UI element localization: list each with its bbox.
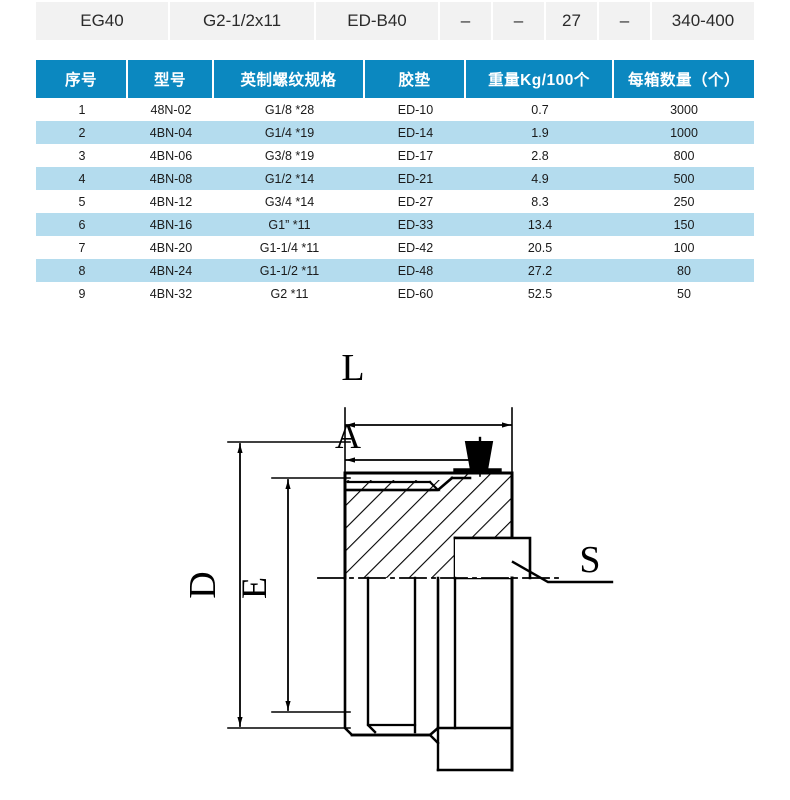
cell-weight: 20.5 xyxy=(466,236,614,259)
cell-quantity: 100 xyxy=(614,236,754,259)
cell-model: 4BN-32 xyxy=(128,282,214,305)
cell-index: 5 xyxy=(36,190,128,213)
cell-model: 4BN-16 xyxy=(128,213,214,236)
cell-quantity: 500 xyxy=(614,167,754,190)
partial-cell-gasket: ED-B40 xyxy=(316,2,440,40)
cell-gasket: ED-10 xyxy=(365,98,466,121)
partial-cell-thread: G2-1/2x11 xyxy=(170,2,316,40)
cell-weight: 1.9 xyxy=(466,121,614,144)
cell-quantity: 1000 xyxy=(614,121,754,144)
dimension-label-S-inner: E xyxy=(234,577,274,599)
cell-gasket: ED-48 xyxy=(365,259,466,282)
cell-thread: G1-1/2 *11 xyxy=(214,259,365,282)
specification-table: 序号 型号 英制螺纹规格 胶垫 重量Kg/100个 每箱数量（个） 1 48N-… xyxy=(36,60,754,305)
cell-model: 4BN-08 xyxy=(128,167,214,190)
cell-model: 4BN-20 xyxy=(128,236,214,259)
cell-gasket: ED-21 xyxy=(365,167,466,190)
cell-weight: 4.9 xyxy=(466,167,614,190)
cell-model: 4BN-24 xyxy=(128,259,214,282)
cell-thread: G3/8 *19 xyxy=(214,144,365,167)
cell-model: 4BN-04 xyxy=(128,121,214,144)
column-header-weight: 重量Kg/100个 xyxy=(466,60,614,98)
table-header-row: 序号 型号 英制螺纹规格 胶垫 重量Kg/100个 每箱数量（个） xyxy=(36,60,754,98)
cell-gasket: ED-14 xyxy=(365,121,466,144)
cell-index: 4 xyxy=(36,167,128,190)
table-row: 1 48N-02 G1/8 *28 ED-10 0.7 3000 xyxy=(36,98,754,121)
table-row: 4 4BN-08 G1/2 *14 ED-21 4.9 500 xyxy=(36,167,754,190)
table-row: 3 4BN-06 G3/8 *19 ED-17 2.8 800 xyxy=(36,144,754,167)
cell-thread: G1/8 *28 xyxy=(214,98,365,121)
table-row: 6 4BN-16 G1” *11 ED-33 13.4 150 xyxy=(36,213,754,236)
cell-gasket: ED-42 xyxy=(365,236,466,259)
cell-thread: G1” *11 xyxy=(214,213,365,236)
cell-index: 2 xyxy=(36,121,128,144)
partial-cell-dim-1: – xyxy=(440,2,493,40)
cell-index: 7 xyxy=(36,236,128,259)
cell-weight: 8.3 xyxy=(466,190,614,213)
cell-thread: G1/4 *19 xyxy=(214,121,365,144)
cell-gasket: ED-27 xyxy=(365,190,466,213)
cell-weight: 0.7 xyxy=(466,98,614,121)
column-header-quantity: 每箱数量（个） xyxy=(614,60,754,98)
cell-gasket: ED-17 xyxy=(365,144,466,167)
cell-weight: 13.4 xyxy=(466,213,614,236)
cell-quantity: 800 xyxy=(614,144,754,167)
cell-quantity: 150 xyxy=(614,213,754,236)
cell-quantity: 250 xyxy=(614,190,754,213)
column-header-model: 型号 xyxy=(128,60,214,98)
cell-index: 1 xyxy=(36,98,128,121)
table-row: 2 4BN-04 G1/4 *19 ED-14 1.9 1000 xyxy=(36,121,754,144)
cell-thread: G1/2 *14 xyxy=(214,167,365,190)
partial-cell-dim-2: – xyxy=(493,2,546,40)
table-row: 5 4BN-12 G3/4 *14 ED-27 8.3 250 xyxy=(36,190,754,213)
cell-quantity: 50 xyxy=(614,282,754,305)
cell-index: 3 xyxy=(36,144,128,167)
cell-quantity: 3000 xyxy=(614,98,754,121)
cell-gasket: ED-60 xyxy=(365,282,466,305)
partial-cell-range: 340-400 xyxy=(671,11,735,30)
table-body: 1 48N-02 G1/8 *28 ED-10 0.7 3000 2 4BN-0… xyxy=(36,98,754,305)
column-header-thread: 英制螺纹规格 xyxy=(214,60,365,98)
dimension-label-D: D xyxy=(182,571,224,598)
cell-thread: G2 *11 xyxy=(214,282,365,305)
dimension-label-L: L xyxy=(341,347,364,389)
column-header-gasket: 胶垫 xyxy=(365,60,466,98)
table-row: 9 4BN-32 G2 *11 ED-60 52.5 50 xyxy=(36,282,754,305)
cell-model: 48N-02 xyxy=(128,98,214,121)
partial-cell-dim-3: 27 xyxy=(546,2,599,40)
technical-drawing: L A D E S xyxy=(0,330,790,800)
cell-gasket: ED-33 xyxy=(365,213,466,236)
partial-table-row: EG40 G2-1/2x11 ED-B40 – – 27 – 340-400 xyxy=(36,2,754,40)
cell-model: 4BN-12 xyxy=(128,190,214,213)
table-row: 8 4BN-24 G1-1/2 *11 ED-48 27.2 80 xyxy=(36,259,754,282)
cell-index: 8 xyxy=(36,259,128,282)
partial-cell-dim-4: – xyxy=(599,2,652,40)
column-header-index: 序号 xyxy=(36,60,128,98)
partial-cell-model: EG40 xyxy=(36,2,170,40)
cell-weight: 2.8 xyxy=(466,144,614,167)
cell-model: 4BN-06 xyxy=(128,144,214,167)
cell-weight: 52.5 xyxy=(466,282,614,305)
cell-thread: G1-1/4 *11 xyxy=(214,236,365,259)
cell-index: 9 xyxy=(36,282,128,305)
dimension-label-A: A xyxy=(335,416,361,456)
dimension-label-S: S xyxy=(579,539,600,581)
table-row: 7 4BN-20 G1-1/4 *11 ED-42 20.5 100 xyxy=(36,236,754,259)
cell-quantity: 80 xyxy=(614,259,754,282)
cell-weight: 27.2 xyxy=(466,259,614,282)
cell-thread: G3/4 *14 xyxy=(214,190,365,213)
cell-index: 6 xyxy=(36,213,128,236)
